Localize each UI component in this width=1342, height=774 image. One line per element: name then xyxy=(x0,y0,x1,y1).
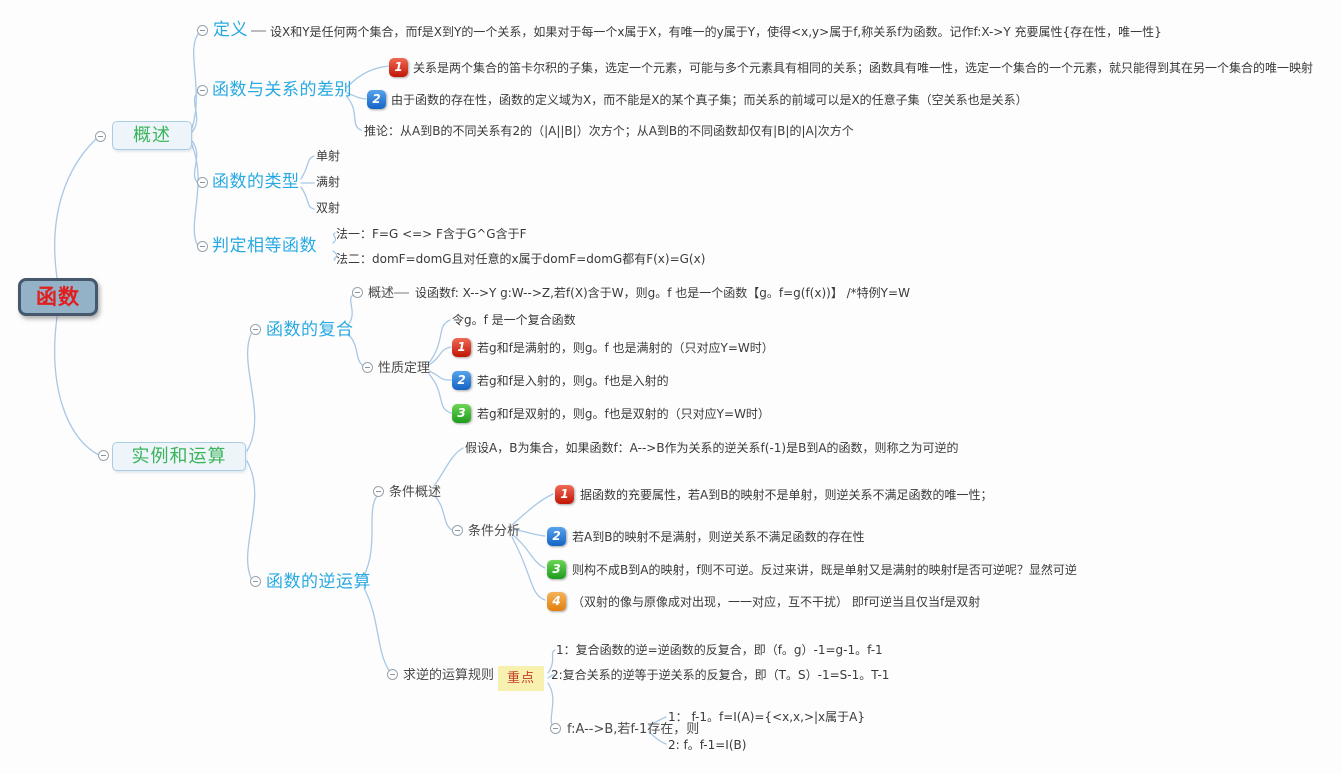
leaf-condition-text[interactable]: 假设A，B为集合，如果函数f：A-->B作为关系的逆关系f(-1)是B到A的函数… xyxy=(465,441,959,455)
collapse-icon[interactable] xyxy=(452,525,463,536)
topic-operations[interactable]: 实例和运算 xyxy=(112,442,246,471)
leaf-definition-text[interactable]: 设X和Y是任何两个集合，而f是X到Y的一个关系，如果对于每一个x属于X，有唯一的… xyxy=(270,25,1162,39)
priority-2-icon: 2 xyxy=(547,527,566,546)
priority-1-icon: 1 xyxy=(389,58,408,77)
leaf-difference-item1[interactable]: 关系是两个集合的笛卡尔积的子集，选定一个元素，可能与多个元素具有相同的关系；函数… xyxy=(413,61,1314,75)
leaf-equality-rule1[interactable]: 法一：F=G <=> F含于G^G含于F xyxy=(336,227,527,241)
leaf-rules-item2[interactable]: 2:复合关系的逆等于逆关系的反复合，即（T。S）-1=S-1。T-1 xyxy=(551,668,890,682)
priority-3-icon: 3 xyxy=(452,404,471,423)
leaf-theorem-item2[interactable]: 若g和f是入射的，则g。f也是入射的 xyxy=(477,374,669,388)
leaf-composition-overview-text[interactable]: 设函数f: X-->Y g:W-->Z,若f(X)含于W，则g。f 也是一个函数… xyxy=(415,286,910,300)
collapse-icon[interactable] xyxy=(362,362,373,373)
leaf-analysis-item3[interactable]: 则构不成B到A的映射，f则不可逆。反过来讲，既是单射又是满射的映射f是否可逆呢？… xyxy=(572,563,1077,577)
subtopic-composition-overview[interactable]: 概述 xyxy=(368,286,395,301)
subtopic-condition-analysis[interactable]: 条件分析 xyxy=(468,524,521,539)
priority-1-icon: 1 xyxy=(555,485,574,504)
priority-1-icon: 1 xyxy=(452,338,471,357)
topic-definition[interactable]: 定义 xyxy=(213,20,248,40)
leaf-theorem-item3[interactable]: 若g和f是双射的，则g。f也是双射的（只对应Y=W时） xyxy=(477,407,770,421)
collapse-icon[interactable] xyxy=(197,85,208,96)
collapse-icon[interactable] xyxy=(550,723,561,734)
subtopic-condition-overview[interactable]: 条件概述 xyxy=(389,485,442,500)
leaf-rules-item1[interactable]: 1：复合函数的逆=逆函数的反复合，即（f。g）-1=g-1。f-1 xyxy=(556,643,883,657)
collapse-icon[interactable] xyxy=(98,450,109,461)
leaf-type-surjection[interactable]: 满射 xyxy=(316,175,341,189)
collapse-icon[interactable] xyxy=(387,669,398,680)
leaf-theorem-intro[interactable]: 令g。f 是一个复合函数 xyxy=(452,313,576,327)
priority-3-icon: 3 xyxy=(547,560,566,579)
leaf-difference-item2[interactable]: 由于函数的存在性，函数的定义域为X，而不能是X的某个真子集；而关系的前域可以是X… xyxy=(391,93,1028,107)
leaf-difference-corollary[interactable]: 推论：从A到B的不同关系有2的（|A||B|）次方个；从A到B的不同函数却仅有|… xyxy=(364,124,854,138)
topic-function-composition[interactable]: 函数的复合 xyxy=(266,320,354,340)
subtopic-property-theorem[interactable]: 性质定理 xyxy=(378,361,431,376)
subtopic-inverse-rules[interactable]: 求逆的运算规则 xyxy=(403,668,495,683)
leaf-equality-rule2[interactable]: 法二：domF=domG且对任意的x属于domF=domG都有F(x)=G(x) xyxy=(336,252,706,266)
collapse-icon[interactable] xyxy=(95,131,106,142)
priority-2-icon: 2 xyxy=(367,90,386,109)
priority-4-icon: 4 xyxy=(547,592,566,611)
collapse-icon[interactable] xyxy=(352,287,363,298)
tag-important[interactable]: 重点 xyxy=(498,666,545,691)
priority-2-icon: 2 xyxy=(452,371,471,390)
topic-function-inverse[interactable]: 函数的逆运算 xyxy=(266,572,371,592)
collapse-icon[interactable] xyxy=(197,241,208,252)
topic-equal-function-judgment[interactable]: 判定相等函数 xyxy=(212,236,317,256)
leaf-identity-item1[interactable]: 1： f-1。f=I(A)={<x,x,>|x属于A} xyxy=(668,710,865,724)
leaf-type-bijection[interactable]: 双射 xyxy=(316,201,341,215)
leaf-analysis-item2[interactable]: 若A到B的映射不是满射，则逆关系不满足函数的存在性 xyxy=(572,530,865,544)
leaf-analysis-item4[interactable]: （双射的像与原像成对出现，一一对应，互不干扰） 即f可逆当且仅当f是双射 xyxy=(572,595,981,609)
collapse-icon[interactable] xyxy=(197,25,208,36)
collapse-icon[interactable] xyxy=(197,177,208,188)
collapse-icon[interactable] xyxy=(250,324,261,335)
subtopic-identity[interactable]: f:A-->B,若f-1存在，则 xyxy=(567,722,700,737)
root-topic[interactable]: 函数 xyxy=(18,278,98,316)
leaf-theorem-item1[interactable]: 若g和f是满射的，则g。f 也是满射的（只对应Y=W时） xyxy=(477,341,774,355)
topic-function-types[interactable]: 函数的类型 xyxy=(212,172,300,192)
topic-overview[interactable]: 概述 xyxy=(112,121,192,150)
collapse-icon[interactable] xyxy=(250,576,261,587)
collapse-icon[interactable] xyxy=(373,486,384,497)
leaf-type-injection[interactable]: 单射 xyxy=(316,149,341,163)
leaf-analysis-item1[interactable]: 据函数的充要属性，若A到B的映射不是单射，则逆关系不满足函数的唯一性； xyxy=(580,488,993,502)
topic-function-relation-difference[interactable]: 函数与关系的差别 xyxy=(212,80,352,100)
leaf-identity-item2[interactable]: 2: f。f-1=I(B) xyxy=(668,738,747,752)
